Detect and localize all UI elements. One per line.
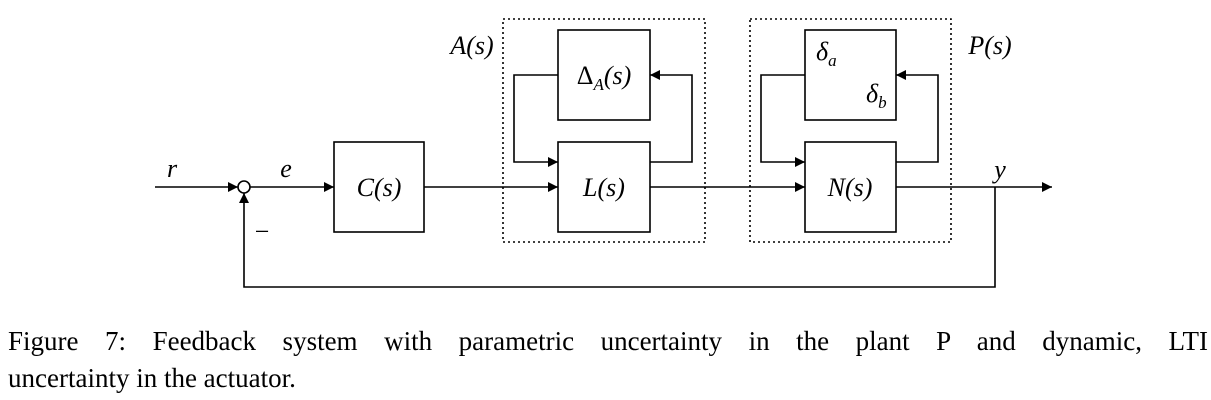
block-diagram: r e y − C(s) L(s) N(s) ΔA(s) δa δb A(s) …: [155, 18, 1052, 288]
delta-a-label: δa: [816, 37, 837, 70]
controller-label: C(s): [357, 173, 402, 202]
output-label: y: [991, 155, 1006, 184]
feedback-path: [239, 187, 996, 288]
minus-sign: −: [255, 217, 270, 246]
figure-caption: Figure 7: Feedback system with parametri…: [8, 323, 1208, 397]
caption-line-1: Figure 7: Feedback system with parametri…: [8, 326, 1208, 356]
plant-loop-to-uncertainty: [896, 70, 939, 163]
actuator-loop-from-uncertainty: [513, 74, 558, 167]
actuator-group-box: [502, 18, 706, 243]
plant-group-box: [749, 18, 952, 243]
plant-loop-from-uncertainty: [760, 74, 805, 167]
plant-core-label: N(s): [827, 173, 873, 202]
delta-b-label: δb: [866, 79, 887, 112]
actuator-uncertainty-label: ΔA(s): [577, 61, 632, 94]
actuator-group-label: A(s): [448, 31, 493, 60]
caption-line-2: uncertainty in the actuator.: [8, 363, 296, 393]
actuator-loop-to-uncertainty: [650, 70, 693, 163]
error-label: e: [280, 154, 292, 183]
actuator-core-label: L(s): [582, 173, 625, 202]
plant-group-label: P(s): [967, 31, 1011, 60]
summing-junction: [237, 180, 251, 194]
reference-label: r: [167, 154, 178, 183]
